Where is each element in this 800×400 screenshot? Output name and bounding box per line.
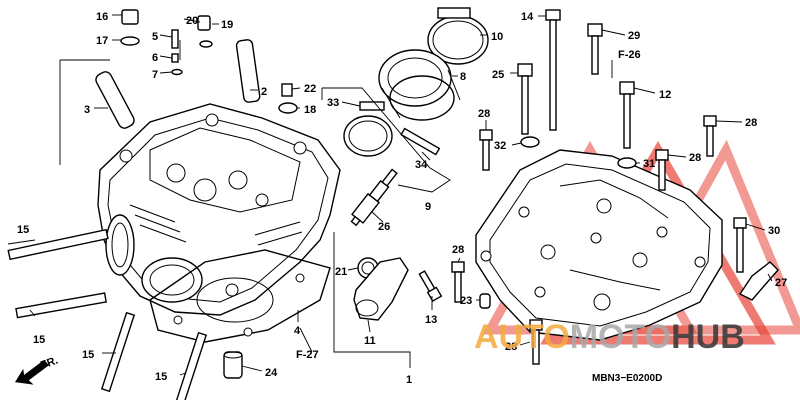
holder-bolts [451,9,779,365]
camshaft-holder [475,149,723,341]
callout-28-d: 28 [452,244,464,256]
callout-6: 6 [152,52,158,64]
cylinder-head [97,103,341,316]
callout-31: 31 [643,158,655,170]
callout-15-c: 15 [82,349,94,361]
watermark-hub: HUB [671,318,745,356]
water-joint [223,257,491,379]
stud-bolts [7,228,208,400]
callout-27: 27 [775,277,787,289]
front-arrow [14,359,49,385]
callout-1: 1 [406,374,412,386]
svg-text:AUTOMOTOHUB: AUTOMOTOHUB [474,318,745,356]
callout-5: 5 [152,31,158,43]
callout-14: 14 [521,11,534,23]
callout-18: 18 [304,104,316,116]
callout-21: 21 [335,266,347,278]
callout-28-a: 28 [478,108,490,120]
callout-3: 3 [84,104,90,116]
watermark-auto: AUTO [474,318,570,356]
callout-17: 17 [96,35,108,47]
valve-parts [95,9,298,129]
callout-29: 29 [628,30,640,42]
ref-f27: F-27 [296,349,319,361]
callout-32: 32 [494,140,506,152]
callout-15-a: 15 [17,224,29,236]
callout-28-e: 28 [505,341,517,353]
callout-2: 2 [261,86,267,98]
callout-28-c: 28 [745,117,757,129]
diagram-code: MBN3−E0200D [592,373,662,384]
ref-f26: F-26 [618,49,641,61]
callout-13: 13 [425,314,437,326]
callout-28-b: 28 [689,152,701,164]
callout-19: 19 [221,19,233,31]
callout-24: 24 [265,367,278,379]
callout-8: 8 [460,71,466,83]
callout-10: 10 [491,31,503,43]
callout-16: 16 [96,11,108,23]
callout-33: 33 [327,97,339,109]
intake-insulator [343,7,489,157]
watermark-moto: MOTO [570,318,671,356]
callout-26: 26 [378,221,390,233]
callout-30: 30 [768,225,780,237]
front-label: FR. [39,354,60,371]
spark-plug [350,168,398,227]
callout-22: 22 [304,83,316,95]
leader-lines [7,14,773,376]
watermark-text: AUTOMOTOHUB [474,318,745,356]
callout-12: 12 [659,89,671,101]
callout-34: 34 [415,159,428,171]
callout-15-b: 15 [33,334,45,346]
callout-25: 25 [492,69,504,81]
callout-23: 23 [460,295,472,307]
callout-9: 9 [425,201,431,213]
callout-15-d: 15 [155,371,167,383]
callout-labels: 16 17 20 19 5 6 7 3 2 22 18 33 10 8 34 9… [17,11,787,386]
callout-11: 11 [364,335,376,347]
callout-20: 20 [186,15,198,27]
callout-4: 4 [294,325,301,337]
head-gasket [149,249,331,343]
callout-7: 7 [152,69,158,81]
